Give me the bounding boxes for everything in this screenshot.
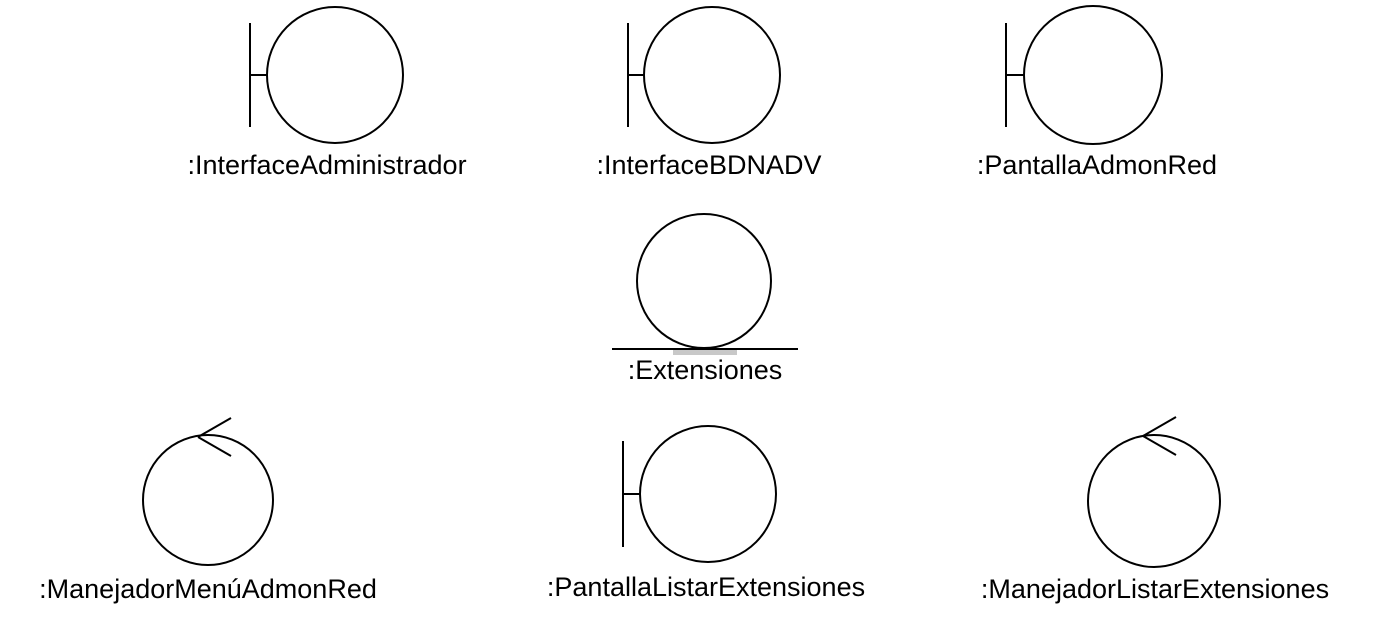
control-symbol-manejador-listar-extensiones	[1087, 416, 1221, 568]
entity-symbol-extensiones	[612, 213, 798, 350]
label-pantalla-admon-red: :PantallaAdmonRed	[976, 150, 1218, 180]
boundary-symbol-pantalla-listar-extensiones	[622, 425, 777, 563]
label-pantalla-listar-extensiones: :PantallaListarExtensiones	[546, 572, 866, 602]
label-interface-administrador: :InterfaceAdministrador	[187, 150, 467, 180]
label-manejador-listar-extensiones: :ManejadorListarExtensiones	[980, 574, 1330, 604]
boundary-symbol-pantalla-admon-red	[1005, 5, 1163, 145]
boundary-symbol-interface-bdnadv	[627, 6, 781, 144]
control-symbol-manejador-menu-admon-red	[142, 417, 274, 566]
boundary-symbol-interface-administrador	[249, 6, 404, 144]
label-manejador-menu-admon-red: :ManejadorMenúAdmonRed	[39, 574, 377, 604]
entity-underline-shadow	[673, 350, 737, 355]
label-interface-bdnadv: :InterfaceBDNADV	[596, 150, 822, 180]
label-extensiones: :Extensiones	[627, 355, 783, 385]
